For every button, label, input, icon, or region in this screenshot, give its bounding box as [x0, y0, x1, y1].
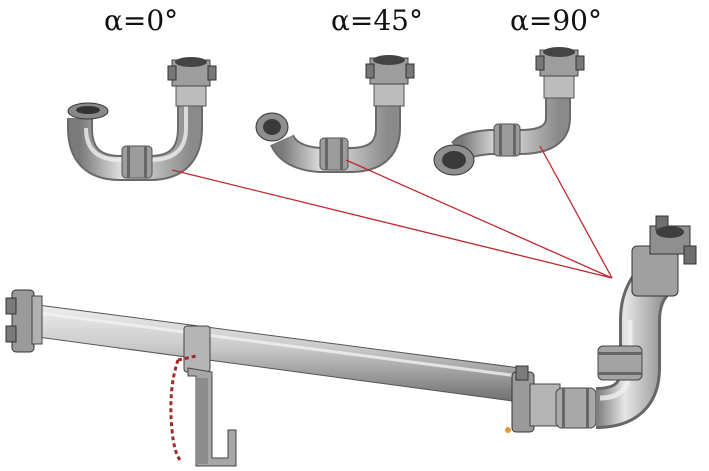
label-alpha-0: α=0° — [104, 4, 179, 37]
elbow-alpha-45 — [255, 55, 415, 173]
leader-lines — [171, 145, 613, 279]
leader-line-0 — [171, 169, 613, 279]
label-alpha-45: α=45° — [331, 4, 423, 37]
label-alpha-90: α=90° — [510, 4, 602, 37]
elbow-alpha-90 — [433, 47, 585, 176]
main-pipe-assembly — [5, 215, 697, 467]
leader-line-90 — [539, 145, 613, 279]
chain — [169, 359, 182, 461]
leader-line-45 — [345, 159, 613, 279]
elbow-alpha-0 — [67, 57, 217, 181]
